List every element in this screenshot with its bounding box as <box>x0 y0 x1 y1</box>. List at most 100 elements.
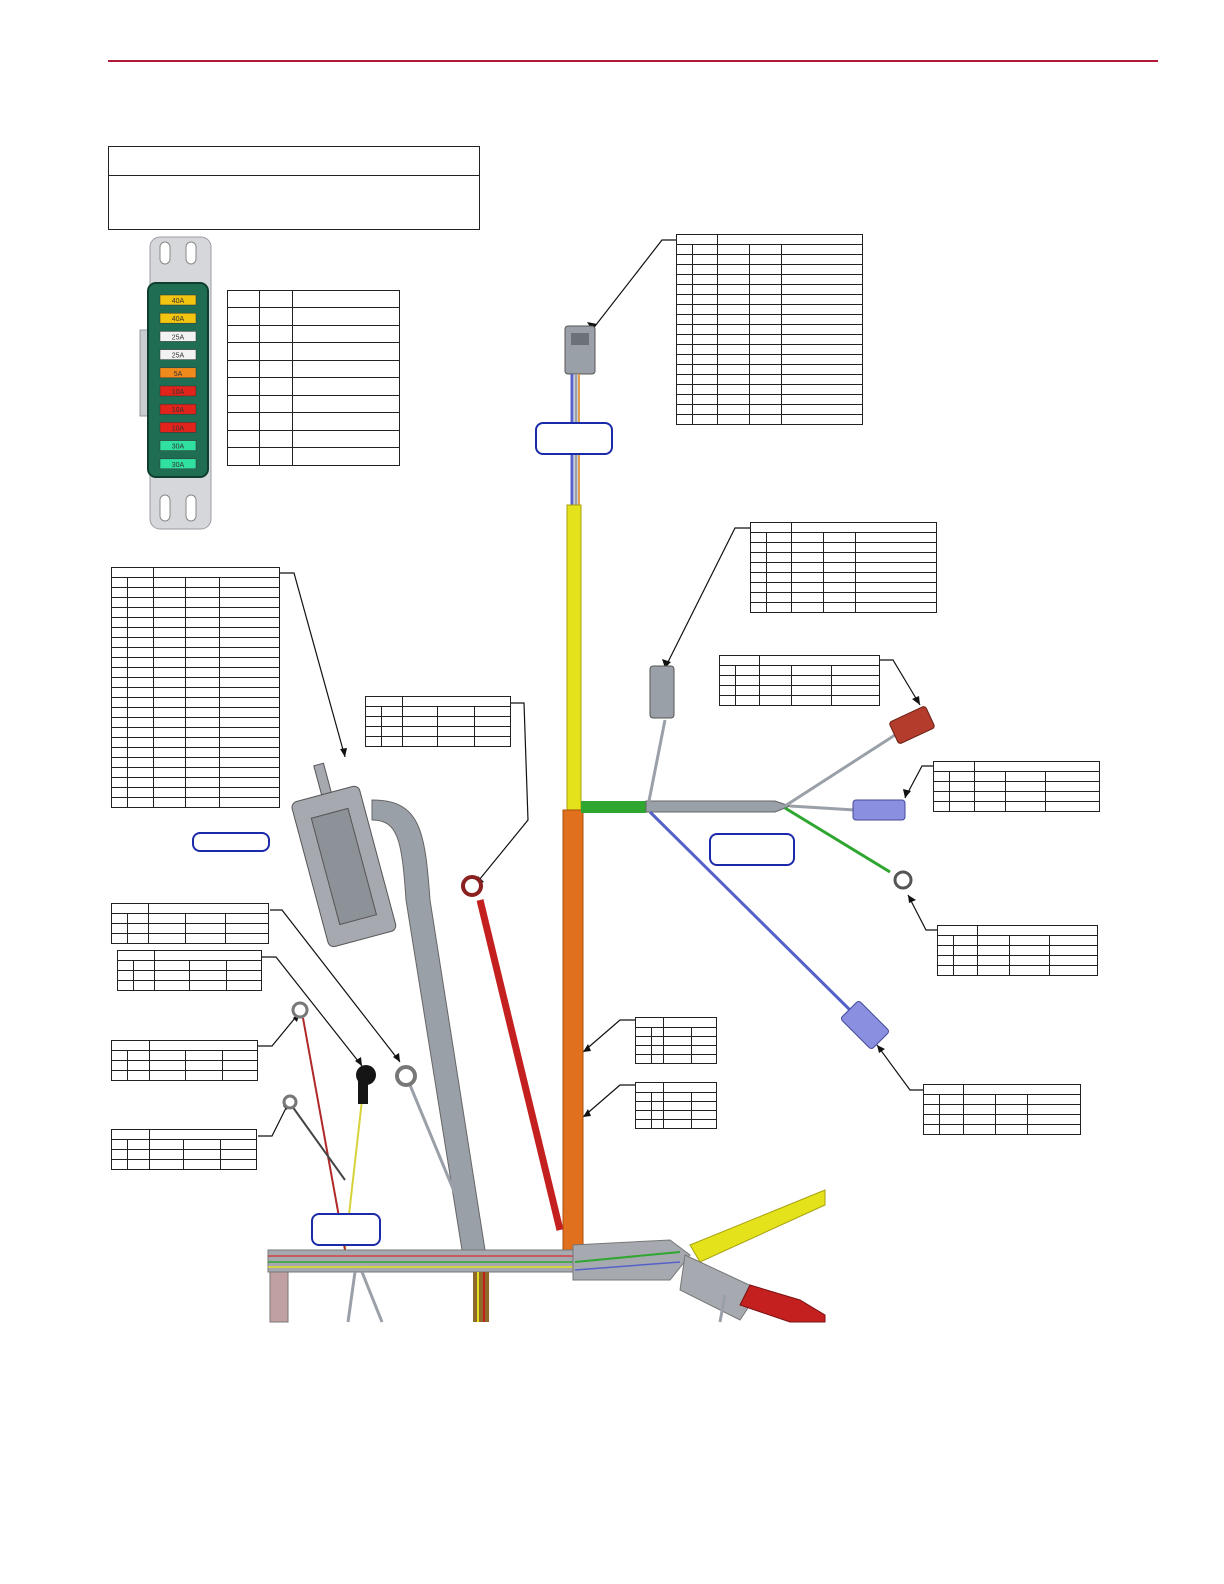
pinout-row <box>936 935 1099 946</box>
pinout-row <box>634 1036 718 1046</box>
connector-pinout-table-8 <box>634 1082 718 1129</box>
pinout-row <box>675 264 864 275</box>
pinout-row <box>111 903 270 914</box>
ring-terminal-small-upper <box>291 1001 309 1019</box>
pinout-row <box>117 950 262 961</box>
pinout-row <box>749 562 938 573</box>
connector-pinout-table-14 <box>110 1129 257 1170</box>
pinout-row <box>749 582 938 593</box>
pinout-row <box>110 587 280 598</box>
ring-terminal-right <box>893 870 913 890</box>
fuse-table-row <box>226 377 400 396</box>
pinout-row <box>718 655 880 666</box>
fuse-9 <box>159 440 197 451</box>
pinout-row <box>110 1070 258 1081</box>
ring-terminal-gray <box>395 1065 417 1087</box>
pinout-row <box>922 1124 1081 1135</box>
fuse-5 <box>159 367 197 379</box>
fuse-8 <box>159 422 197 433</box>
fuse-table-row <box>226 324 400 343</box>
pinout-row <box>364 726 511 737</box>
pinout-row <box>110 607 280 618</box>
fuse-pinout-table <box>226 290 400 466</box>
callout-bubble-left <box>192 832 270 852</box>
pinout-row <box>110 667 280 678</box>
fuse-label-2: 40A <box>172 316 185 323</box>
connector-pinout-table-11 <box>110 903 270 944</box>
header-rule <box>108 60 1158 62</box>
connector-pinout-table-9 <box>364 696 511 747</box>
connector-pinout-table-5 <box>936 925 1099 976</box>
title-box-header-row <box>109 147 479 176</box>
callout-bubble-bottom <box>311 1213 381 1246</box>
fuse-6 <box>159 385 197 397</box>
fuse-label-1: 40A <box>172 298 185 305</box>
pinout-row <box>718 665 881 676</box>
pinout-row <box>365 696 511 707</box>
pinout-row <box>116 980 262 991</box>
pinout-row <box>932 791 1101 802</box>
pinout-row <box>110 697 280 708</box>
pinout-row <box>922 1104 1081 1115</box>
pinout-row <box>634 1119 718 1129</box>
ring-terminal-red <box>461 875 483 897</box>
pinout-row <box>110 647 280 658</box>
pinout-row <box>110 787 280 798</box>
pinout-row <box>110 627 280 638</box>
pinout-row <box>634 1101 718 1111</box>
pinout-row <box>675 304 864 315</box>
pinout-row <box>110 617 280 628</box>
fuse-label-3: 25A <box>172 334 185 341</box>
pinout-row <box>675 314 864 325</box>
callout-bubble-top <box>535 422 613 455</box>
yellow-sleeve <box>566 504 582 811</box>
connector-pinout-table-4 <box>932 761 1101 812</box>
pinout-row <box>634 1045 718 1055</box>
fuse-1 <box>159 294 197 306</box>
pinout-row <box>110 657 280 668</box>
pinout-row <box>110 1129 257 1140</box>
fuse-table-row <box>226 359 400 378</box>
pinout-row <box>675 244 864 255</box>
connector-pinout-table-3 <box>718 655 881 706</box>
pinout-row <box>675 394 864 405</box>
pinout-row <box>922 1114 1081 1125</box>
pinout-row <box>675 404 864 415</box>
orange-sleeve <box>562 809 584 1251</box>
pinout-row <box>110 1139 257 1150</box>
pinout-row <box>116 960 262 971</box>
pinout-row <box>116 970 262 981</box>
pinout-row <box>718 685 881 696</box>
fuse-2 <box>159 312 197 324</box>
pinout-row <box>675 354 864 365</box>
pinout-row <box>675 294 864 305</box>
black-terminal <box>356 1065 376 1104</box>
pinout-row <box>110 747 280 758</box>
connector-pinout-table-10 <box>110 567 280 808</box>
pinout-row <box>718 675 881 686</box>
leader-lines <box>258 239 937 1137</box>
pinout-row <box>110 1060 258 1071</box>
pinout-row <box>110 1149 257 1160</box>
pinout-row <box>675 254 864 265</box>
fuse-table-row <box>226 447 400 466</box>
connector-pinout-table-2 <box>749 522 938 613</box>
pinout-row <box>749 532 938 543</box>
pinout-row <box>749 602 938 613</box>
pinout-row <box>634 1092 718 1102</box>
pinout-row <box>634 1027 718 1037</box>
pinout-row <box>110 567 280 578</box>
pinout-row <box>718 695 881 706</box>
pinout-row <box>936 955 1099 966</box>
red-connector <box>889 706 935 744</box>
pinout-row <box>634 1054 718 1064</box>
fuse-7 <box>159 403 197 415</box>
fuse-label-4: 25A <box>172 353 185 360</box>
fuse-label-6: 10A <box>172 389 185 396</box>
pinout-row <box>110 597 280 608</box>
pinout-row <box>110 1050 258 1061</box>
fuse-label-5: 5A <box>174 371 183 378</box>
fuse-4 <box>159 349 197 360</box>
pinout-row <box>110 577 280 588</box>
